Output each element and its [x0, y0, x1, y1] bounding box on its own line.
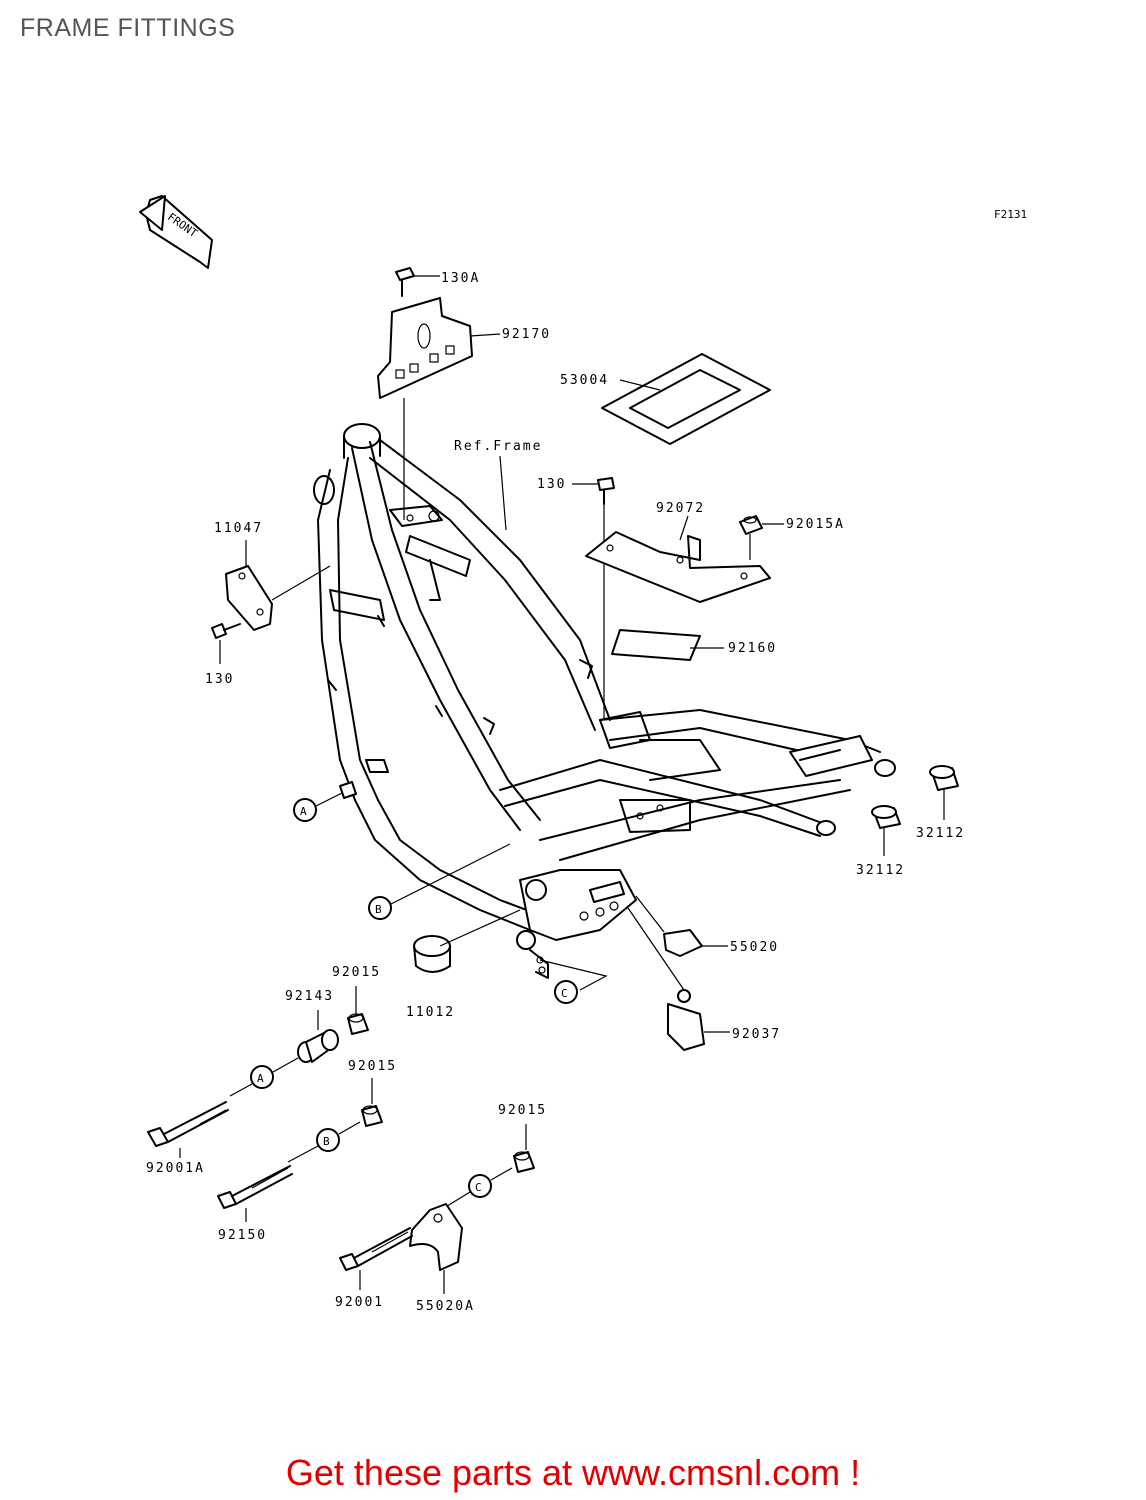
nut-92015-b-icon: [361, 1078, 383, 1127]
nut-92015-a-icon: [347, 986, 369, 1035]
label-11047: 11047: [214, 521, 263, 536]
label-92150: 92150: [218, 1228, 267, 1243]
label-92160: 92160: [728, 641, 777, 656]
svg-text:B: B: [375, 903, 382, 916]
callout-b-frame: B: [368, 843, 511, 920]
nut-92015-c-icon: [513, 1124, 535, 1173]
label-92015-c: 92015: [498, 1103, 547, 1118]
label-92001: 92001: [335, 1295, 384, 1310]
svg-text:B: B: [323, 1135, 330, 1148]
label-92015A: 92015A: [786, 517, 845, 532]
label-92072: 92072: [656, 501, 705, 516]
svg-text:A: A: [257, 1072, 264, 1085]
cap-32112-b-icon: [871, 805, 901, 856]
svg-text:C: C: [561, 987, 568, 1000]
label-92001A: 92001A: [146, 1161, 205, 1176]
label-92037: 92037: [732, 1027, 781, 1042]
label-130A: 130A: [441, 271, 480, 286]
bushing-92143-icon: [297, 1010, 339, 1063]
frame-drawing: [313, 423, 896, 979]
clamp-55020-icon: [635, 895, 728, 957]
bracket-55020A-icon: [409, 1203, 463, 1294]
bolt-130-top-icon: [572, 477, 615, 720]
bracket-92072-icon: [585, 515, 771, 603]
callout-a-bolt: A: [229, 1057, 299, 1097]
cap-32112-a-icon: [929, 765, 959, 820]
label-92015-b: 92015: [348, 1059, 397, 1074]
svg-text:C: C: [475, 1181, 482, 1194]
label-55020: 55020: [730, 940, 779, 955]
figure-code: F2131: [994, 208, 1027, 221]
page-title: FRAME FITTINGS: [20, 14, 236, 42]
label-130-top: 130: [537, 477, 566, 492]
callout-b-bolt: B: [287, 1121, 361, 1163]
label-32112-a: 32112: [916, 826, 965, 841]
label-ref-frame: Ref.Frame: [454, 439, 542, 454]
bolt-130-left-icon: [211, 623, 241, 664]
bolt-92001-icon: [339, 1227, 413, 1290]
strip-92160-icon: [611, 629, 724, 661]
promo-banner[interactable]: Get these parts at www.cmsnl.com !: [285, 1452, 861, 1493]
label-53004: 53004: [560, 373, 609, 388]
label-92143: 92143: [285, 989, 334, 1004]
grommet-11012-icon: [413, 909, 521, 973]
callout-a-frame: A: [293, 781, 357, 822]
bolt-130A-icon: [395, 267, 440, 297]
bolt-92001A-icon: [147, 1101, 229, 1158]
label-92170: 92170: [502, 327, 551, 342]
label-32112-b: 32112: [856, 863, 905, 878]
bracket-11047-icon: [225, 540, 331, 631]
label-130-left: 130: [205, 672, 234, 687]
label-55020A: 55020A: [416, 1299, 475, 1314]
callout-c-bolt: C: [443, 1167, 513, 1209]
front-arrow-icon: FRONT: [139, 195, 213, 269]
band-92037-icon: [627, 907, 730, 1051]
nut-92015A-icon: [739, 515, 784, 560]
pad-53004-icon: [601, 353, 771, 445]
label-11012: 11012: [406, 1005, 455, 1020]
callout-c-frame: C: [554, 980, 578, 1004]
label-92015-a: 92015: [332, 965, 381, 980]
plate-92170-icon: [377, 297, 501, 520]
bolt-92150-icon: [217, 1165, 293, 1222]
svg-text:A: A: [300, 805, 307, 818]
